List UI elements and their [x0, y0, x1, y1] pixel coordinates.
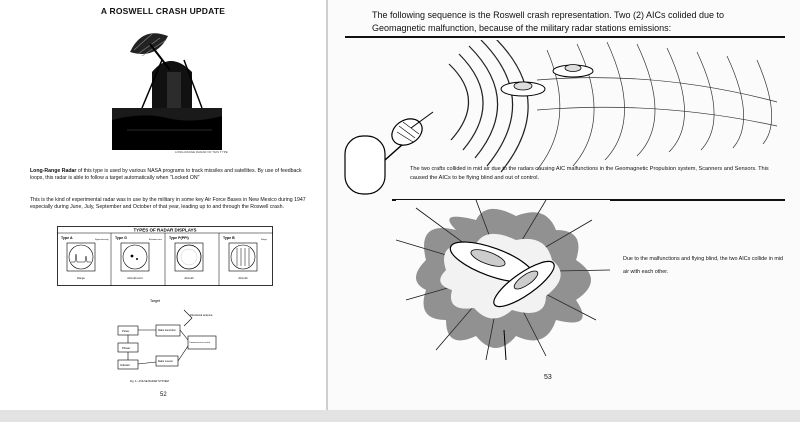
box-receiver: Radar receiver: [158, 360, 173, 363]
radar-dish-photo: [112, 20, 222, 150]
divider-middle: [392, 199, 785, 201]
side-label-elevation: Elevation error: [149, 238, 162, 241]
box-indicator: Indicator: [120, 363, 130, 367]
axis-label-range: Range: [77, 276, 85, 280]
side-note: Due to the malfunctions and flying blind…: [623, 256, 784, 275]
radar-displays-table: TYPES OF RADAR DISPLAYS Type A Type G Ty…: [57, 226, 273, 286]
box-pulser: Pulser: [122, 329, 129, 333]
paragraph-lead: Long-Range Radar: [30, 168, 77, 174]
side-label-range: Range: [261, 239, 268, 241]
target-label: Target: [150, 299, 160, 303]
midair-collision-illustration: [396, 200, 610, 360]
radar-table-header: TYPES OF RADAR DISPLAYS: [133, 228, 196, 233]
experimental-radar-paragraph: This is the kind of experimental radar w…: [30, 197, 306, 211]
axis-label-azimuth-b: Azimuth: [238, 276, 248, 280]
radar-type-g: Type G: [115, 236, 127, 240]
side-label-signal: Signal intensity: [95, 238, 108, 241]
long-range-radar-paragraph: Long-Range Radar of this type is used by…: [30, 168, 310, 183]
page-number-right: 53: [544, 374, 552, 381]
box-transmitter: Radar transmitter: [158, 329, 176, 332]
axis-label-azimuth-error: Azimuth error: [127, 276, 143, 280]
box-switch: Transmit-receive switch: [189, 341, 210, 344]
axis-label-azimuth-p: Azimuth: [184, 276, 194, 280]
photo-caption: LONG-RANGE RADAR OF THIS TYPE: [175, 150, 228, 154]
viewer-bottom-band: [0, 410, 800, 422]
collision-description: The two crafts collided in mid air due t…: [410, 166, 769, 181]
page-title: A ROSWELL CRASH UPDATE: [100, 6, 226, 16]
sequence-heading: The following sequence is the Roswell cr…: [372, 10, 725, 33]
radar-type-b: Type B: [223, 236, 235, 240]
box-phaser: Phaser: [122, 346, 130, 350]
radar-type-p: Type P(PPI): [169, 236, 190, 240]
paragraph-text: of this type is used by various NASA pro…: [30, 168, 302, 182]
radar-type-a: Type A: [61, 236, 73, 240]
radar-emission-illustration: [344, 40, 778, 195]
pulse-radar-diagram: Target Directional antenna Pulser Radar …: [117, 299, 217, 383]
diagram-caption: Fig. 1—PULSE RADAR SYSTEM: [130, 379, 169, 383]
page-number-left: 52: [160, 392, 167, 398]
antenna-label: Directional antenna: [190, 313, 213, 317]
book-gutter: [326, 0, 328, 410]
divider-top: [345, 36, 785, 38]
